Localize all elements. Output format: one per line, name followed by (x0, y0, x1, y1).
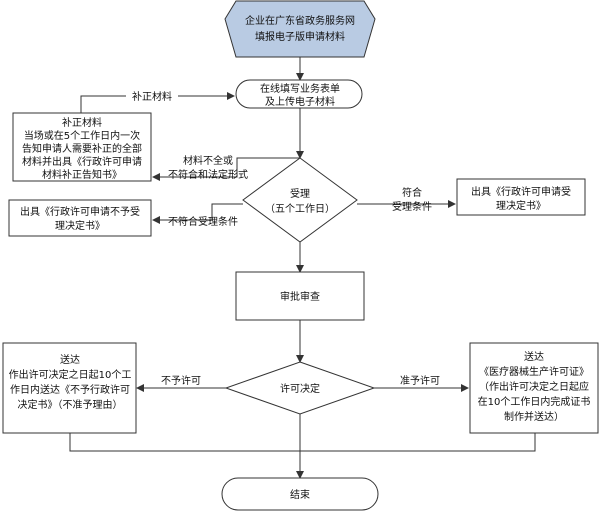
grant-line-3: （作出许可决定之日起应 (479, 380, 589, 393)
edge-accept-to-supplement (152, 157, 300, 181)
deny-node: 送达 作出许可决定之日起10个工 作日内送达《不予行政许可 决定书》（不准予理由… (2, 342, 137, 434)
not-meet-label: 不符合受理条件 (168, 215, 238, 228)
deny-line-4: 决定书》（不准予理由） (18, 398, 123, 411)
grant-line-1: 送达 (524, 350, 544, 363)
decision-text: 许可决定 (280, 382, 320, 395)
review-shape (235, 271, 365, 321)
accept-notice-node: 出具《行政许可申请受 理决定书》 (456, 178, 586, 216)
meets-label-line-1: 符合 (402, 186, 422, 199)
decision-node: 许可决定 (224, 361, 376, 415)
accept-notice-shape (456, 178, 586, 216)
review-text: 审批审查 (280, 290, 320, 303)
supplement-line-3: 告知申请人需要补正的全部 (22, 142, 142, 155)
accept-shape (242, 157, 358, 243)
edge-deny-to-end-line (69, 433, 300, 452)
deny-shape (2, 342, 137, 434)
submit-line-1: 在线填写业务表单 (260, 82, 340, 95)
supplement-line-2: 当场或在5个工作日内一次 (24, 129, 140, 142)
submit-line-2: 及上传电子材料 (265, 95, 335, 108)
supplement-label-bg (126, 89, 178, 103)
supplement-line-4: 材料并出具《行政许可申请 (22, 155, 142, 168)
edge-grant-to-end-line (300, 433, 536, 452)
deny-line-2: 作出许可决定之日起10个工 (9, 368, 132, 381)
end-node: 结束 (221, 477, 379, 511)
deny-line-3: 作日内送达《不予行政许可 (10, 383, 130, 396)
reject-notice-node: 出具《行政许可申请不予受 理决定书》 (8, 199, 152, 237)
start-node: 企业在广东省政务服务网 填报电子版申请材料 (224, 0, 376, 58)
edge-supplement-to-submit (80, 92, 235, 113)
grant-line-5: 制作并送达） (504, 410, 564, 423)
review-node: 审批审查 (235, 271, 365, 321)
meets-label-line-2: 受理条件 (392, 200, 432, 213)
grant-label: 准予许可 (400, 375, 440, 387)
incomplete-label-line-2: 不符合和法定形式 (168, 168, 248, 181)
grant-line-4: 在10个工作日内完成证书 (478, 395, 591, 408)
start-shape (224, 0, 376, 58)
accept-line-1: 受理 (290, 188, 310, 200)
edges (69, 57, 536, 479)
accept-node: 受理 （五个工作日） (242, 157, 358, 243)
incomplete-label-line-1: 材料不全或 (183, 154, 233, 167)
submit-node: 在线填写业务表单 及上传电子材料 (235, 79, 363, 109)
supplement-line-1: 补正材料 (62, 116, 102, 129)
reject-notice-line-2: 理决定书》 (55, 219, 105, 232)
deny-label: 不予许可 (161, 375, 201, 387)
start-line-1: 企业在广东省政务服务网 (245, 14, 355, 27)
end-text: 结束 (290, 488, 310, 501)
supplement-line-5: 材料补正告知书》 (42, 168, 122, 181)
grant-shape (469, 342, 599, 434)
deny-line-1: 送达 (60, 353, 80, 366)
decision-shape (224, 361, 376, 415)
edge-accept-to-reject (152, 203, 243, 224)
accept-notice-line-1: 出具《行政许可申请受 (471, 185, 571, 198)
supplement-node: 补正材料 当场或在5个工作日内一次 告知申请人需要补正的全部 材料并出具《行政许… (12, 112, 152, 182)
supplement-shape (12, 112, 152, 182)
reject-notice-line-1: 出具《行政许可申请不予受 (20, 205, 140, 218)
start-line-2: 填报电子版申请材料 (255, 30, 345, 43)
accept-line-2: （五个工作日） (265, 203, 335, 215)
grant-node: 送达 《医疗器械生产许可证》 （作出许可决定之日起应 在10个工作日内完成证书 … (469, 342, 599, 434)
supplement-label: 补正材料 (132, 90, 172, 103)
accept-notice-line-2: 理决定书》 (496, 199, 546, 212)
submit-shape (235, 79, 363, 109)
end-shape (221, 477, 379, 511)
reject-notice-shape (8, 199, 152, 237)
grant-line-2: 《医疗器械生产许可证》 (479, 365, 589, 378)
